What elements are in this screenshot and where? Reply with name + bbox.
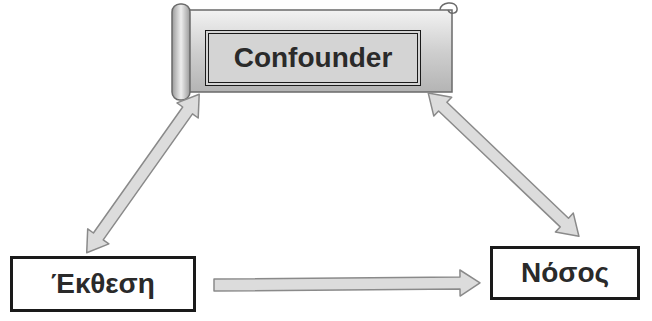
block-arrow	[428, 93, 579, 236]
scroll-curl	[440, 3, 457, 13]
scroll-curl	[172, 4, 190, 100]
variable-box: Νόσος	[490, 246, 640, 300]
confounder-box: Confounder	[205, 30, 421, 86]
node-label: Έκθεση	[51, 269, 155, 300]
block-arrow	[214, 270, 480, 296]
scroll-sheet	[182, 10, 452, 92]
variable-box: Έκθεση	[10, 256, 196, 312]
block-arrow	[87, 94, 200, 253]
node-label: Νόσος	[521, 258, 609, 289]
node-label: Confounder	[234, 43, 393, 74]
